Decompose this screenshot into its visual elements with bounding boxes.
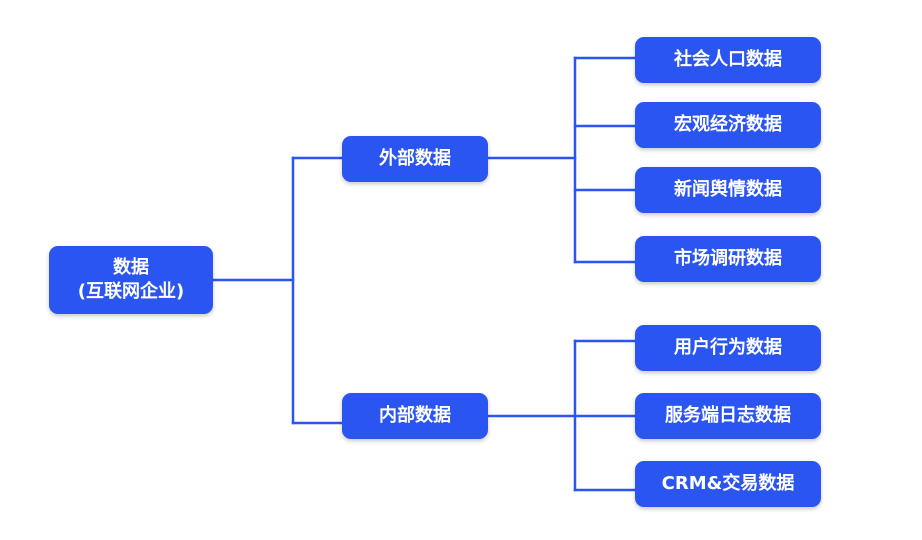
leaf-node-crm-transactions: CRM&交易数据 (635, 461, 821, 507)
root-node-subtitle: (互联网企业) (77, 281, 185, 302)
root-node-title: 数据 (113, 257, 149, 278)
leaf-node-user-behavior: 用户行为数据 (635, 325, 821, 371)
internal-data-node: 内部数据 (342, 393, 488, 439)
leaf-node-server-logs: 服务端日志数据 (635, 393, 821, 439)
root-node: 数据 (互联网企业) (49, 246, 213, 314)
external-data-node: 外部数据 (342, 136, 488, 182)
leaf-node-social-population: 社会人口数据 (635, 37, 821, 83)
leaf-node-macro-economy: 宏观经济数据 (635, 102, 821, 148)
leaf-node-market-research: 市场调研数据 (635, 236, 821, 282)
leaf-node-news-opinion: 新闻舆情数据 (635, 167, 821, 213)
